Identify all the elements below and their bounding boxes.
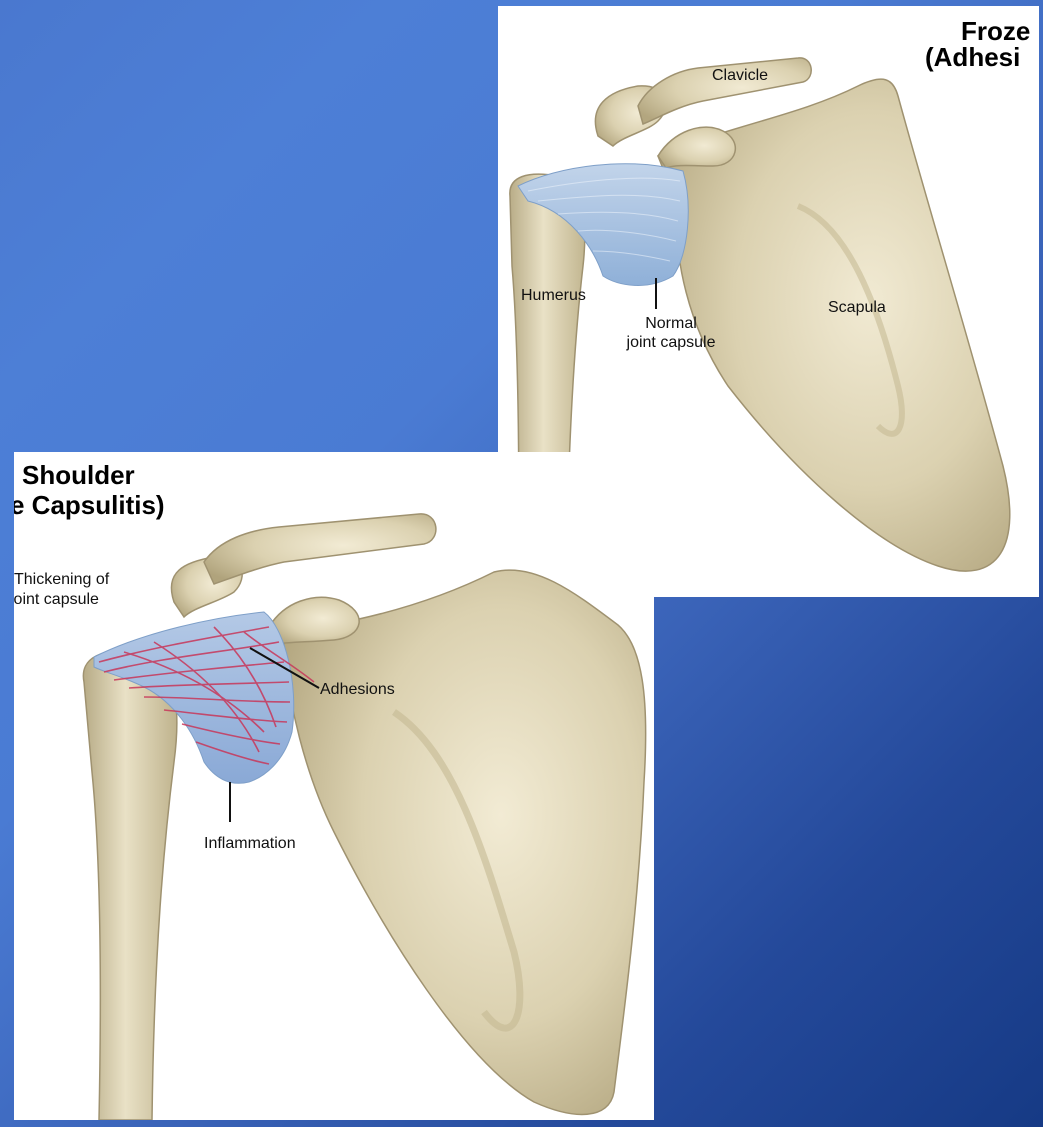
frozen-clavicle-shape xyxy=(204,514,436,584)
label-clavicle: Clavicle xyxy=(712,66,768,85)
label-thickening-line1: Thickening of xyxy=(14,570,109,589)
frozen-panel-title-line1: Shoulder xyxy=(22,462,135,489)
label-normal-capsule-line2: joint capsule xyxy=(616,333,726,352)
normal-panel-title-line2: (Adhesi xyxy=(925,44,1020,71)
label-thickening-line2: joint capsule xyxy=(14,590,99,609)
frozen-shoulder-panel: Shoulder e Capsulitis) Thickening of joi… xyxy=(14,452,654,1120)
label-scapula: Scapula xyxy=(828,298,886,317)
frozen-panel-title-line2: e Capsulitis) xyxy=(14,492,165,519)
label-inflammation: Inflammation xyxy=(204,834,296,853)
normal-panel-title-line1: Froze xyxy=(961,18,1030,45)
label-humerus: Humerus xyxy=(521,286,586,305)
label-normal-capsule-line1: Normal xyxy=(616,314,726,333)
frozen-humerus-shape xyxy=(83,651,176,1120)
frozen-shoulder-illustration xyxy=(14,452,654,1120)
frozen-scapula-shape xyxy=(284,570,646,1114)
label-adhesions: Adhesions xyxy=(320,680,395,699)
